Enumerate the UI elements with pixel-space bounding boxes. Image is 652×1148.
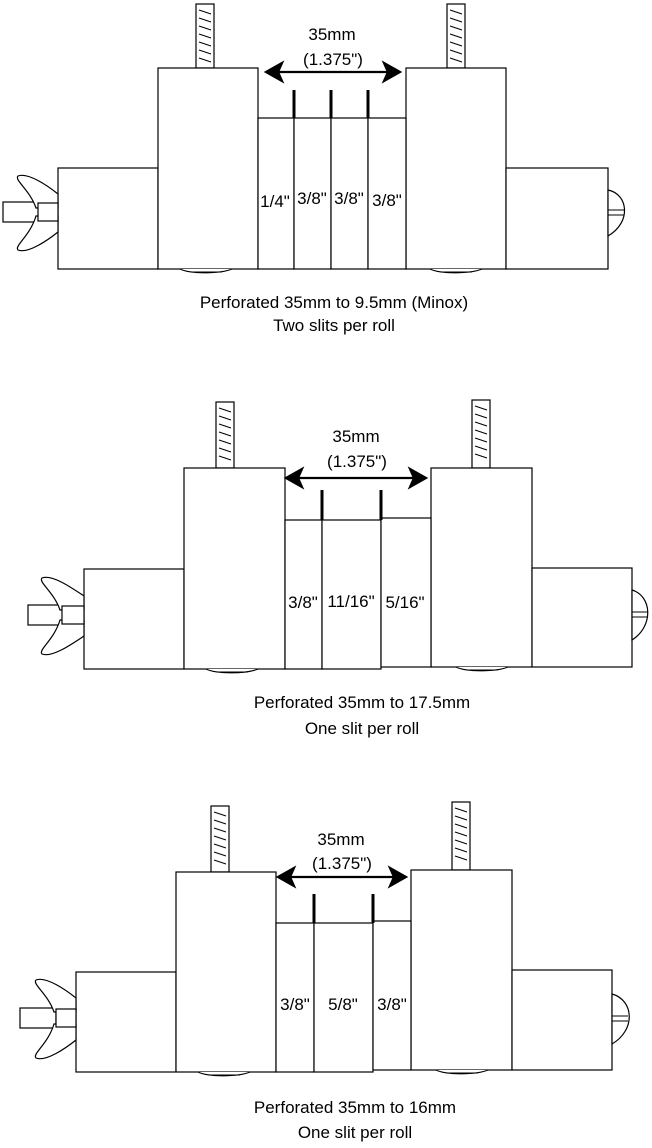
film-strip: [372, 920, 412, 1071]
strip-width-label: 3/8": [372, 191, 402, 210]
film-strip: [257, 117, 295, 270]
left-side-block: [75, 971, 177, 1073]
diagram-minox: 35mm (1.375") 1/4" 3/8" 3/8" 3/8" Perfor…: [2, 3, 626, 335]
caption-line-2: One slit per roll: [305, 719, 419, 738]
left-side-block: [83, 568, 185, 670]
right-shaft: [471, 399, 491, 469]
film-strip: [330, 117, 369, 270]
dimension-mm: 35mm: [332, 427, 379, 446]
wing-nut-icon: [27, 576, 85, 656]
right-side-block: [531, 567, 633, 668]
strip-width-label: 3/8": [288, 593, 318, 612]
dimension-arrow: [275, 865, 409, 889]
screw-head-icon: [607, 189, 626, 238]
dimension-arrow: [283, 466, 429, 490]
diagram-17-5mm: 35mm (1.375") 3/8" 11/16" 5/16" Perforat…: [27, 399, 649, 738]
strip-width-label: 5/8": [328, 995, 358, 1014]
screw-head-icon: [631, 589, 649, 642]
film-strip: [321, 519, 382, 670]
left-roller-block: [183, 467, 286, 670]
left-roller-block: [175, 871, 277, 1073]
wing-nut-icon: [19, 978, 77, 1060]
dimension-inches: (1.375"): [312, 854, 372, 873]
strip-width-label: 5/16": [385, 593, 424, 612]
film-strip: [293, 117, 332, 270]
left-roller-block: [157, 67, 259, 270]
dimension-inches: (1.375"): [327, 452, 387, 471]
film-strip: [275, 922, 315, 1073]
strip-width-label: 3/8": [297, 189, 327, 208]
right-shaft: [451, 801, 471, 871]
right-roller-block: [405, 67, 507, 270]
caption-line-1: Perforated 35mm to 16mm: [254, 1098, 456, 1117]
dimension-mm: 35mm: [317, 830, 364, 849]
screw-head-icon: [611, 993, 630, 1046]
diagram-16mm: 35mm (1.375") 3/8" 5/8" 3/8" Perforated …: [19, 801, 630, 1142]
film-strip: [367, 117, 407, 270]
right-side-block: [505, 167, 609, 270]
strip-width-label: 3/8": [377, 995, 407, 1014]
dimension-inches: (1.375"): [303, 50, 363, 69]
dimension-mm: 35mm: [308, 25, 355, 44]
caption-line-1: Perforated 35mm to 17.5mm: [254, 693, 470, 712]
dimension-arrow: [263, 60, 403, 84]
left-side-block: [57, 167, 159, 270]
film-strip: [284, 519, 323, 670]
caption-line-1: Perforated 35mm to 9.5mm (Minox): [200, 293, 468, 312]
film-strip: [380, 517, 432, 668]
right-roller-block: [430, 467, 533, 668]
strip-width-label: 11/16": [327, 592, 374, 611]
right-side-block: [511, 969, 613, 1071]
caption-line-2: Two slits per roll: [273, 316, 395, 335]
film-strip: [313, 922, 374, 1073]
strip-width-label: 3/8": [280, 995, 310, 1014]
strip-width-label: 3/8": [334, 189, 364, 208]
wing-nut-icon: [2, 174, 59, 252]
strip-width-label: 1/4": [260, 192, 290, 211]
right-roller-block: [410, 869, 513, 1071]
caption-line-2: One slit per roll: [298, 1123, 412, 1142]
